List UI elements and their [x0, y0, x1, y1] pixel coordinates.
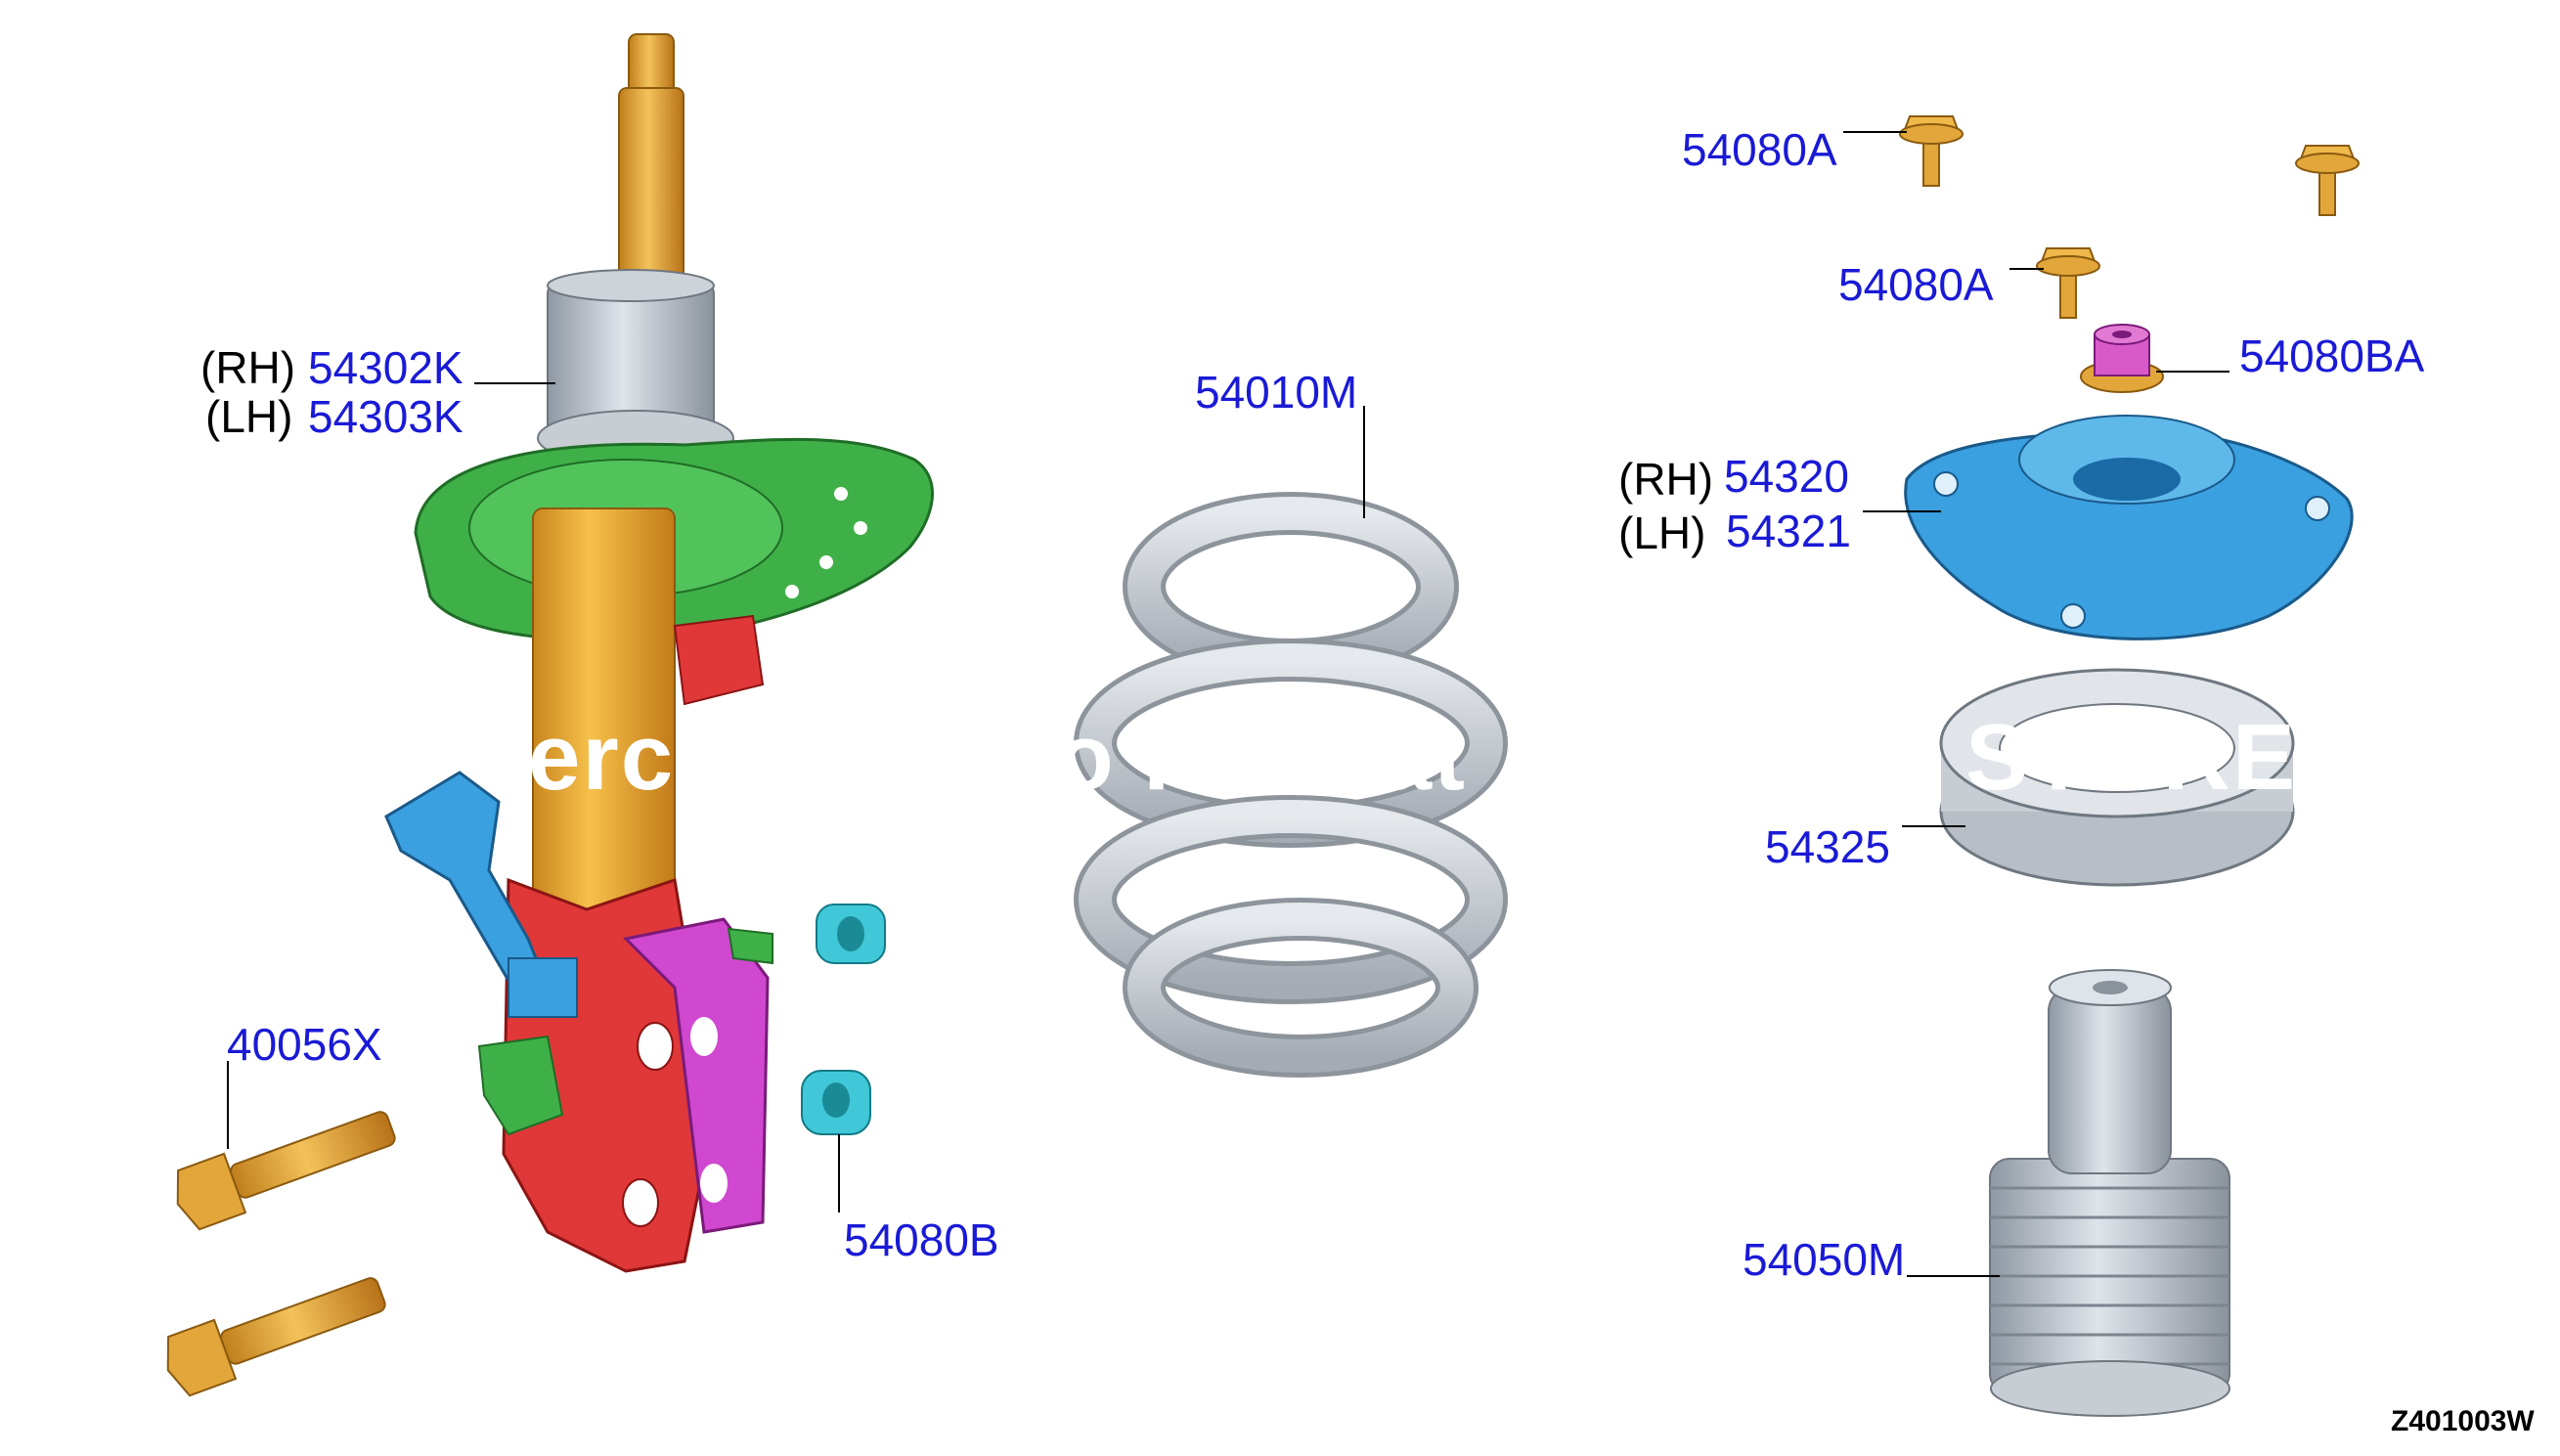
- strut-assembly: [384, 33, 934, 1273]
- label-strut-lh-part[interactable]: 54303K: [308, 391, 463, 442]
- watermark-fragment-3: o Cat: [1222, 705, 1467, 810]
- leader-lines: [227, 131, 2229, 1277]
- label-bolt-x[interactable]: 40056X: [227, 1019, 382, 1070]
- label-bumper[interactable]: 54050M: [1743, 1234, 1906, 1285]
- label-mount-rh-side: (RH): [1618, 454, 1714, 505]
- label-strut-lh-side: (LH): [205, 391, 293, 442]
- bolt-x-parts: [166, 1111, 396, 1397]
- label-mount-lh-side: (LH): [1618, 507, 1706, 558]
- watermark-fragment-1: erc: [528, 705, 676, 810]
- label-mount-rh-part[interactable]: 54320: [1724, 451, 1849, 502]
- bracket-plate: [622, 917, 770, 1234]
- label-bolt-a2[interactable]: 54080A: [1838, 259, 1994, 310]
- mount-nut: [2080, 324, 2164, 393]
- watermark-fragment-2: o Par: [1056, 705, 1302, 810]
- mount-bearing: [1939, 668, 2295, 887]
- label-strut-rh-part[interactable]: 54302K: [308, 342, 463, 393]
- label-bolt-a1[interactable]: 54080A: [1682, 124, 1837, 175]
- diagram-code: Z401003W: [2391, 1405, 2535, 1437]
- mount-bolts: [1899, 115, 2360, 319]
- label-strut-rh-side: (RH): [200, 342, 296, 393]
- strut-mount: [1904, 415, 2354, 640]
- label-spring[interactable]: 54010M: [1195, 367, 1358, 418]
- bump-stop: [1989, 969, 2230, 1417]
- coil-spring: [1074, 492, 1508, 1078]
- label-bearing[interactable]: 54325: [1765, 821, 1890, 872]
- label-nut-ba[interactable]: 54080BA: [2239, 331, 2425, 381]
- bushing-b-parts: [801, 904, 886, 1135]
- label-bushing-b[interactable]: 54080B: [844, 1214, 999, 1265]
- label-mount-lh-part[interactable]: 54321: [1726, 506, 1851, 556]
- watermark-fragment-4: STORE.: [1965, 705, 2325, 810]
